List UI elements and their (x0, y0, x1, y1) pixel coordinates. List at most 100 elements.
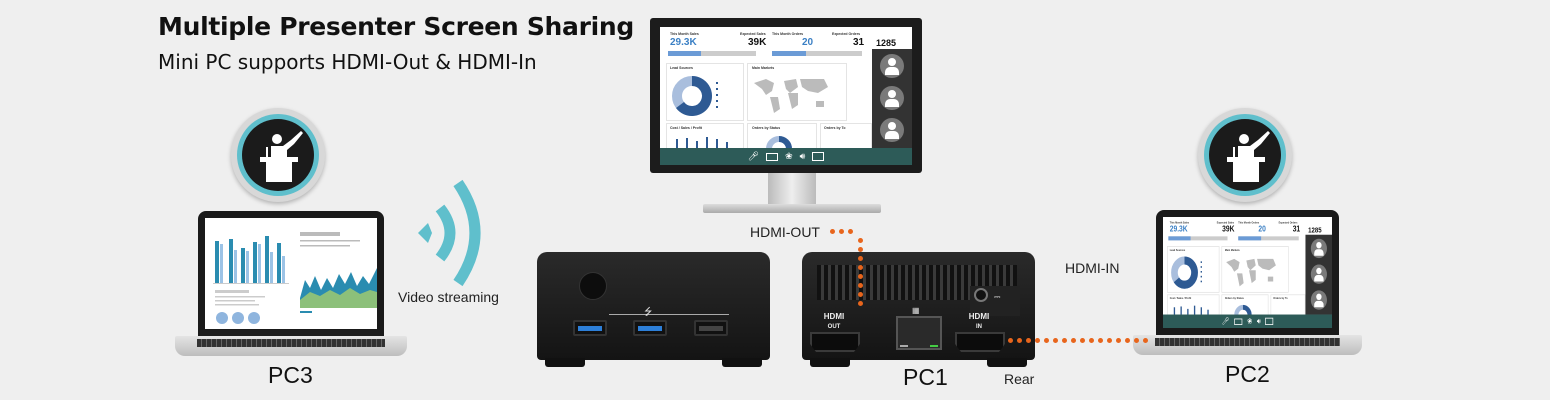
connection-dot (1017, 338, 1022, 343)
connection-dot (1116, 338, 1121, 343)
pc2-dashboard: This Month Sales 29.3K Expected Sales 39… (1163, 217, 1332, 328)
connection-dot (858, 238, 863, 243)
connection-dot (1134, 338, 1139, 343)
connection-dot (848, 229, 853, 234)
camera-icon[interactable] (1234, 318, 1243, 325)
external-monitor: This Month Sales 29.3K Expected Sales 39… (650, 18, 922, 173)
connection-dot (1071, 338, 1076, 343)
usb-port (573, 320, 607, 336)
participant-video-panel (872, 49, 912, 148)
speaker-icon[interactable]: 🔊︎ (1256, 316, 1261, 326)
presenter-podium-icon (1227, 131, 1270, 182)
speaker-icon[interactable]: 🔊︎ (799, 151, 806, 161)
connection-dot (1008, 338, 1013, 343)
usb-port (694, 320, 728, 336)
panel-title: Orders by To (824, 126, 846, 130)
pc3-label: PC3 (268, 362, 313, 388)
ethernet-port (896, 316, 942, 350)
hdmi-out-port (810, 332, 860, 352)
diagram-subtitle: Mini PC supports HDMI-Out & HDMI-In (158, 50, 537, 74)
connection-dot (858, 265, 863, 270)
pc1-label: PC1 (903, 364, 948, 390)
counter-value: 1285 (876, 38, 897, 48)
camera-icon[interactable] (766, 152, 779, 161)
participant-avatar (1310, 290, 1327, 310)
kpi-value: 20 (802, 37, 814, 48)
connection-dot (858, 274, 863, 279)
hdmi-in-port (955, 332, 1005, 352)
orders-progress (772, 51, 862, 56)
dc-power-port (974, 288, 988, 302)
pc3-screen (205, 218, 377, 329)
monitor-stand (768, 173, 816, 206)
connection-dot (858, 301, 863, 306)
panel-title: Lead Sources (670, 66, 693, 70)
participant-avatar (880, 54, 904, 78)
participants-icon[interactable]: ❀ (1247, 316, 1253, 326)
participant-video-panel (1305, 234, 1332, 315)
meeting-toolbar: 🎤︎ ❀ 🔊︎ (660, 148, 912, 165)
usb-port (633, 320, 667, 336)
meeting-toolbar: 🎤︎ ❀ 🔊︎ (1163, 314, 1332, 328)
pc2-keyboard (1133, 335, 1362, 355)
panel-title: Orders by To (1273, 296, 1288, 301)
connection-dot (1143, 338, 1148, 343)
participant-avatar (1310, 264, 1327, 284)
connection-dot (1098, 338, 1103, 343)
pc2-label: PC2 (1225, 361, 1270, 387)
participants-icon[interactable]: ❀ (785, 151, 793, 161)
connection-dot (1062, 338, 1067, 343)
connection-dot (1044, 338, 1049, 343)
participant-avatar (880, 118, 904, 142)
kpi-value: 29.3K (1169, 225, 1188, 234)
connection-dot (1080, 338, 1085, 343)
panel-title: Main Markets (1224, 248, 1240, 252)
presenter-badge-pc2 (1198, 108, 1292, 202)
connection-dot (1089, 338, 1094, 343)
kpi-value: 29.3K (670, 37, 697, 48)
dashboard: This Month Sales 29.3K Expected Sales 39… (660, 27, 912, 165)
panel-title: Orders by Status (1224, 296, 1244, 301)
sales-progress (1168, 236, 1228, 241)
connection-dot (858, 247, 863, 252)
usb-icon: ⭍ (644, 307, 653, 318)
pc2-laptop: This Month Sales 29.3K Expected Sales 39… (1133, 210, 1362, 355)
connection-dot (1125, 338, 1130, 343)
monitor-base (703, 204, 881, 213)
connection-dot (1053, 338, 1058, 343)
connection-dot (1026, 338, 1031, 343)
participant-avatar (880, 86, 904, 110)
sales-progress (668, 51, 756, 56)
screen-share-icon[interactable] (812, 152, 825, 161)
connection-dot (858, 256, 863, 261)
kpi-label: Expected Sales (1216, 221, 1235, 225)
dc-icon: ⎓ (994, 292, 1001, 301)
connection-dot (1035, 338, 1040, 343)
microphone-icon[interactable]: 🎤︎ (747, 151, 760, 161)
presenter-badge-pc3 (231, 108, 325, 202)
connection-dot (839, 229, 844, 234)
hdmi-out-label: HDMI-OUT (750, 224, 820, 240)
video-streaming-label: Video streaming (398, 289, 499, 305)
pc2-screen: This Month Sales 29.3K Expected Sales 39… (1163, 217, 1332, 328)
kpi-label: This Month Orders (772, 32, 804, 36)
hdmi-in-label: HDMI-IN (1065, 260, 1120, 276)
kpi-label: This Month Sales (670, 32, 699, 36)
power-button[interactable] (579, 272, 607, 300)
kpi-label: This Month Sales (1169, 221, 1190, 225)
pc3-keyboard (175, 336, 407, 356)
monitor-screen: This Month Sales 29.3K Expected Sales 39… (660, 27, 912, 165)
counter-value: 1285 (1308, 225, 1322, 234)
kpi-value: 20 (1258, 225, 1266, 234)
microphone-icon[interactable]: 🎤︎ (1221, 316, 1230, 326)
orders-progress (1238, 236, 1299, 241)
screen-share-icon[interactable] (1265, 317, 1274, 326)
mini-pc-front: ⭍ (537, 252, 770, 367)
pc3-laptop (175, 211, 407, 356)
kpi-value: 31 (1292, 225, 1301, 234)
panel-title: Lead Sources (1169, 248, 1186, 252)
kpi-label: Expected Orders (1278, 221, 1298, 225)
